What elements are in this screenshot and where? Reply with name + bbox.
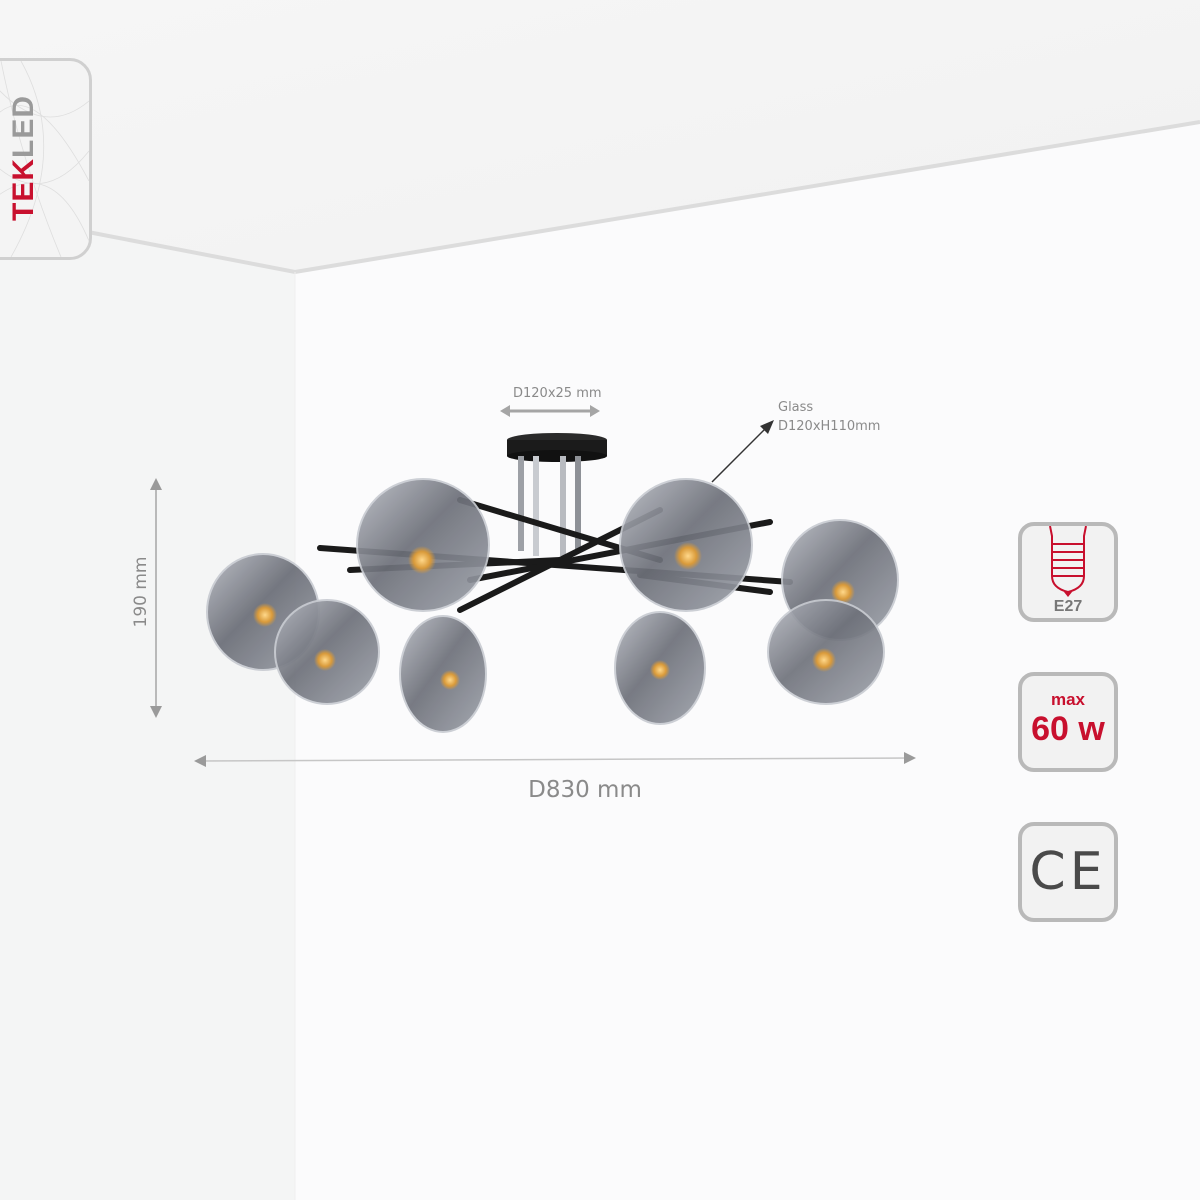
tekled-logo: TEKLED [0, 58, 92, 260]
glass-label: Glass [778, 400, 814, 415]
canopy-dimension-arrow [500, 405, 600, 417]
chandelier-illustration [206, 433, 899, 733]
ce-mark-icon: CE [1029, 842, 1107, 902]
glass-pointer-arrow [711, 420, 774, 483]
glass-dimension-label: D120xH110mm [778, 419, 881, 434]
max-wattage-badge: max 60 w [1018, 672, 1118, 772]
e27-bulb-base-icon [1049, 526, 1087, 597]
diameter-dimension-arrow [194, 752, 916, 767]
max-label: max [1050, 690, 1086, 709]
wattage-label: 60 w [1031, 710, 1105, 748]
canopy-dimension-label: D120x25 mm [513, 386, 602, 401]
height-dimension-label: 190 mm [131, 556, 151, 628]
diameter-dimension-label: D830 mm [528, 777, 642, 803]
height-dimension-arrow [150, 478, 162, 718]
ce-mark-badge: CE [1018, 822, 1118, 922]
logo-led: LED [7, 95, 40, 158]
logo-tek: TEK [7, 158, 40, 221]
e27-badge: E27 [1018, 522, 1118, 622]
e27-label: E27 [1053, 598, 1083, 615]
